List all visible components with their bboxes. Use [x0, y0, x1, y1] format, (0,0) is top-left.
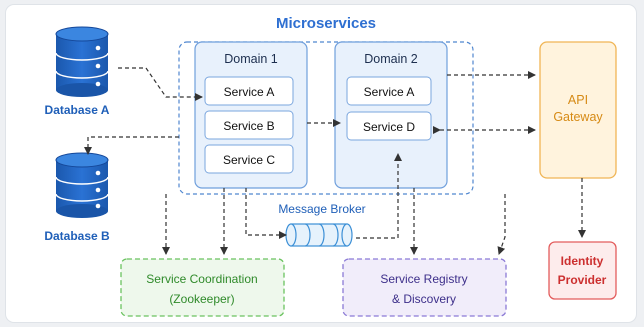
- database-b-label: Database B: [44, 229, 110, 243]
- queue-icon: [285, 223, 353, 247]
- message-broker-label: Message Broker: [278, 202, 365, 216]
- diagram-canvas: Microservices Database A Database B: [6, 5, 636, 322]
- service-box: Service A: [204, 76, 294, 106]
- domain-1: Domain 1 Service A Service B Service C: [194, 41, 308, 189]
- database-icon: [55, 26, 109, 97]
- domain-2-title: Domain 2: [364, 52, 418, 66]
- service-coordination-line1: Service Coordination: [146, 272, 257, 286]
- diagram-title: Microservices: [276, 15, 376, 32]
- microservices-frame: [178, 41, 474, 195]
- arrow-frame-to-dbb: [84, 136, 179, 155]
- api-gateway: API Gateway: [539, 41, 617, 179]
- api-gateway-label-line2: Gateway: [553, 110, 603, 124]
- identity-provider-box: [548, 241, 617, 300]
- service-registry: Service Registry & Discovery: [342, 258, 507, 317]
- service-coordination-line2: (Zookeeper): [169, 292, 234, 306]
- service-box: Service C: [204, 144, 294, 174]
- service-box: Service A: [346, 76, 432, 106]
- arrow-gateway-to-registry: [497, 194, 506, 255]
- service-registry-line1: Service Registry: [380, 272, 467, 286]
- architecture-diagram: Microservices Database A Database B: [44, 15, 617, 317]
- identity-provider-line2: Provider: [558, 273, 607, 287]
- database-icon: [55, 152, 109, 218]
- service-coordination: Service Coordination (Zookeeper): [120, 258, 285, 317]
- message-broker: Message Broker: [278, 202, 366, 247]
- database-a-label: Database A: [45, 103, 110, 117]
- service-label: Service B: [223, 119, 274, 133]
- service-box: Service D: [346, 111, 432, 141]
- service-label: Service D: [363, 120, 415, 134]
- api-gateway-label-line1: API: [568, 93, 588, 107]
- identity-provider-line1: Identity: [561, 254, 604, 268]
- service-box: Service B: [204, 110, 294, 140]
- service-label: Service A: [364, 85, 415, 99]
- arrow-broker-to-domain2: [356, 153, 402, 239]
- service-label: Service C: [223, 153, 275, 167]
- identity-provider: Identity Provider: [548, 241, 617, 300]
- service-label: Service A: [224, 85, 275, 99]
- database-b: Database B: [44, 152, 110, 243]
- api-gateway-box: [539, 41, 617, 179]
- connectors: [84, 67, 586, 255]
- domain-1-title: Domain 1: [224, 52, 278, 66]
- service-coordination-box: [120, 258, 285, 317]
- database-a: Database A: [45, 26, 110, 117]
- arrow-domain1-to-broker: [245, 188, 287, 239]
- domain-2: Domain 2 Service A Service D: [334, 41, 448, 189]
- service-registry-line2: & Discovery: [392, 292, 456, 306]
- arrow-dba-to-domain1: [118, 67, 203, 101]
- service-registry-box: [342, 258, 507, 317]
